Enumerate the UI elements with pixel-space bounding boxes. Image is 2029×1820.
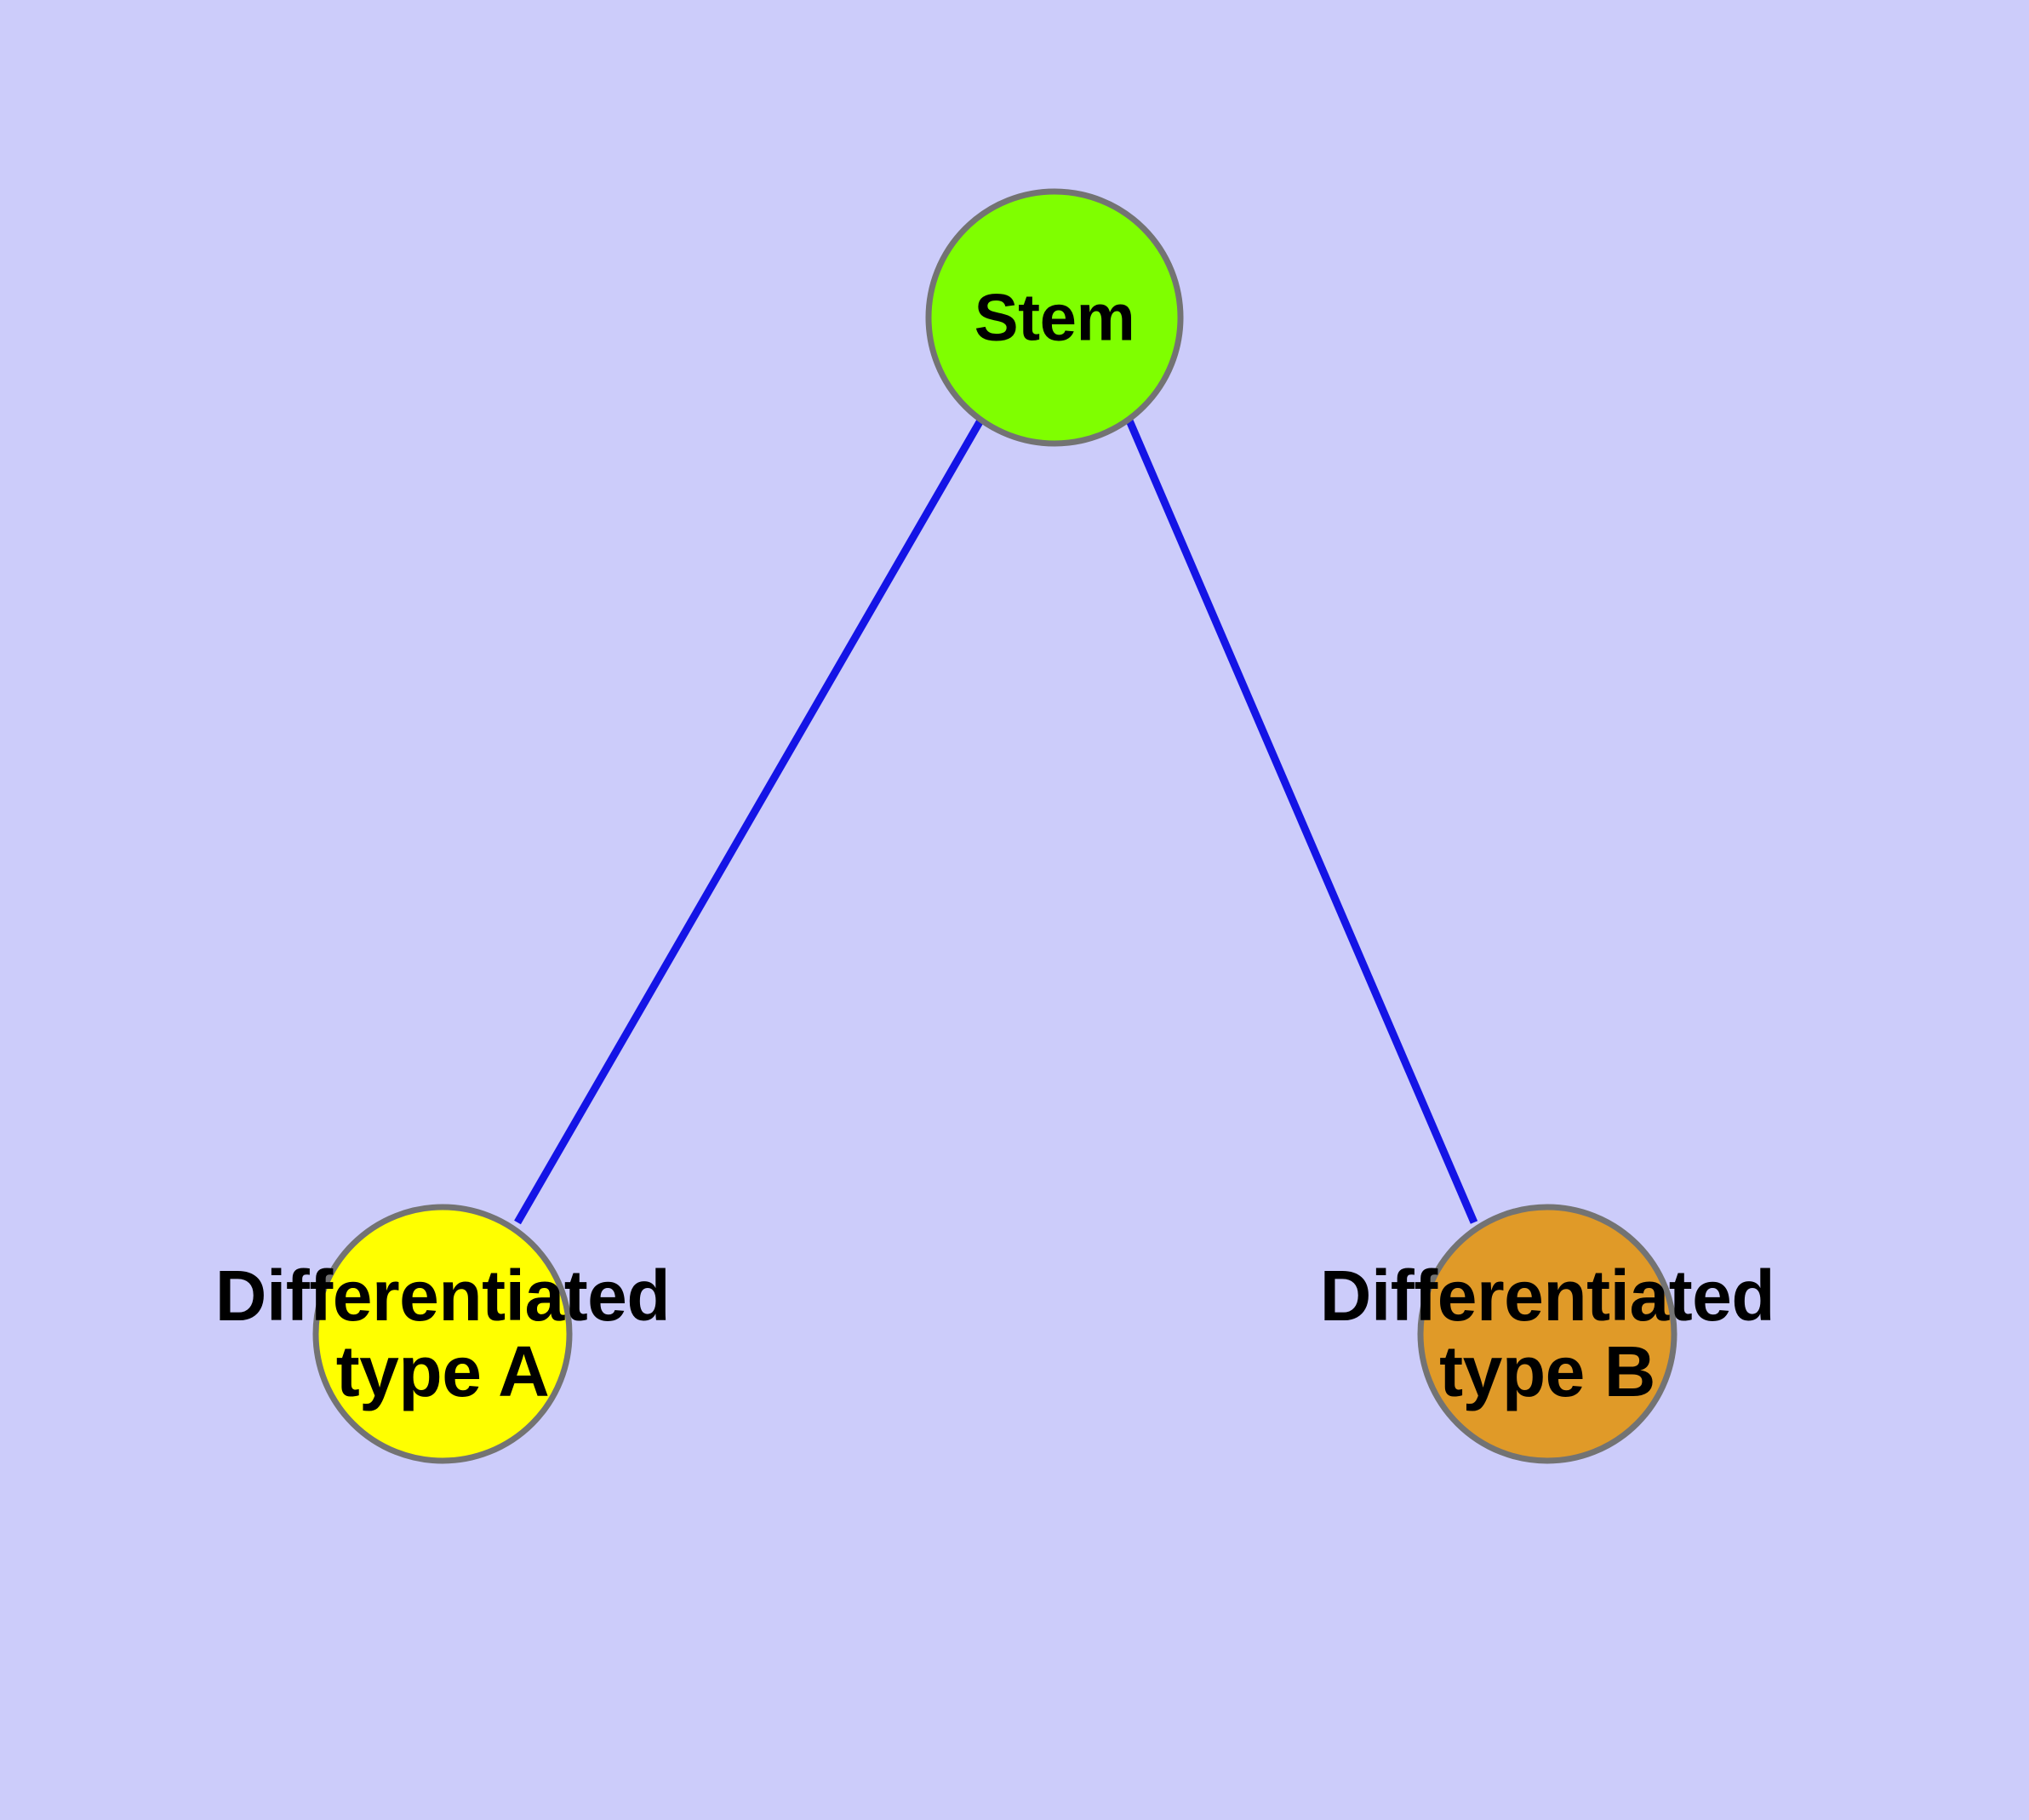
graph-node-diff-a[interactable] (312, 1204, 573, 1464)
graph-node-diff-b[interactable] (1417, 1204, 1677, 1464)
edge-layer (514, 418, 1478, 1225)
node-layer (312, 188, 1677, 1464)
graph-edge (1125, 419, 1478, 1224)
graph-node-stem[interactable] (925, 188, 1184, 447)
graph-edge (514, 418, 984, 1225)
